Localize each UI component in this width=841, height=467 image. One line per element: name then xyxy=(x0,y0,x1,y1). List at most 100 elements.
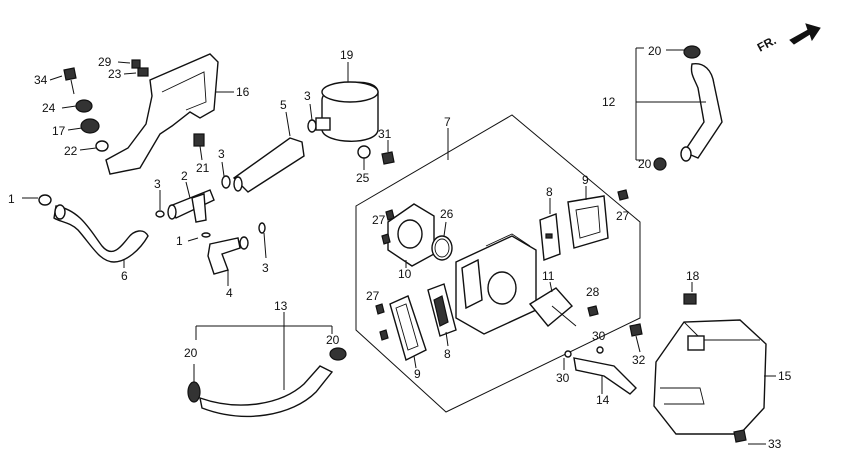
callout-9a: 9 xyxy=(582,173,589,187)
callout-3d: 3 xyxy=(304,89,311,103)
screw-27a2 xyxy=(381,233,391,245)
elbow-end xyxy=(239,236,249,250)
leader-2 xyxy=(185,181,191,199)
bolt-32 xyxy=(629,323,643,337)
callout-20c: 20 xyxy=(184,346,198,360)
leader-1b xyxy=(187,237,199,242)
callout-32: 32 xyxy=(632,353,646,367)
part-15-box xyxy=(653,319,776,435)
callout-21: 21 xyxy=(196,161,210,175)
tee-end xyxy=(167,204,177,220)
clamp-20b xyxy=(653,157,667,171)
leader-8b xyxy=(445,331,449,347)
screw-28 xyxy=(587,305,599,317)
gasket-10 xyxy=(387,203,435,268)
bracket-16 xyxy=(105,53,219,175)
callout-14: 14 xyxy=(596,393,610,407)
cover-9b xyxy=(389,295,427,369)
leader-21 xyxy=(199,145,203,161)
callout-3c: 3 xyxy=(218,147,225,161)
callout-27c: 27 xyxy=(366,289,380,303)
clamp-20c xyxy=(187,381,201,403)
collar-22 xyxy=(95,140,109,152)
leader-26 xyxy=(443,221,447,237)
leader-22 xyxy=(79,147,97,151)
leader-3d xyxy=(309,103,313,121)
callout-3a: 3 xyxy=(154,177,161,191)
tube-6-end xyxy=(54,204,66,220)
cap-18 xyxy=(683,293,697,305)
bolt-34-shank xyxy=(70,79,75,95)
leader-3c xyxy=(221,161,225,177)
part-5-hose xyxy=(232,111,305,193)
callout-27b: 27 xyxy=(616,209,630,223)
clip-1a xyxy=(38,194,52,206)
nut-23 xyxy=(137,67,149,77)
clamp-20d xyxy=(329,347,347,361)
box-15-lip xyxy=(660,387,705,405)
pin-30b xyxy=(564,350,572,358)
screw-29 xyxy=(131,59,141,69)
callout-26: 26 xyxy=(440,207,454,221)
tube-6 xyxy=(53,205,149,263)
callout-7: 7 xyxy=(444,115,451,129)
leader-24 xyxy=(61,105,77,109)
callout-16: 16 xyxy=(236,85,250,99)
callout-30b: 30 xyxy=(556,371,570,385)
housing-main xyxy=(455,233,537,335)
callout-11: 11 xyxy=(542,269,555,283)
housing-port xyxy=(461,258,483,310)
screw-27b xyxy=(617,189,629,201)
diaphragm-11 xyxy=(528,281,577,327)
cover-9b-inner xyxy=(395,303,419,351)
callout-12: 12 xyxy=(602,95,616,109)
callout-29: 29 xyxy=(98,55,112,69)
callout-28: 28 xyxy=(586,285,600,299)
callout-34: 34 xyxy=(34,73,48,87)
callout-8a: 8 xyxy=(546,185,553,199)
screw-27c2 xyxy=(379,329,389,341)
callout-13: 13 xyxy=(274,299,288,313)
part-4-elbow xyxy=(207,236,249,286)
screw-27a xyxy=(385,209,395,221)
hose-12 xyxy=(682,63,723,159)
callout-10: 10 xyxy=(398,267,412,281)
assembly-7-frame xyxy=(355,114,641,413)
callout-23: 23 xyxy=(108,67,122,81)
screw-27c xyxy=(375,303,385,315)
part-13-hose xyxy=(195,312,334,417)
clip-3c xyxy=(221,175,231,189)
pin-30a xyxy=(596,346,604,354)
hose-5 xyxy=(232,137,305,193)
housing-bore xyxy=(487,271,517,305)
leader-23 xyxy=(123,72,137,75)
hose-5-end xyxy=(233,176,243,192)
canister-top xyxy=(321,81,379,103)
callout-1b: 1 xyxy=(176,234,183,248)
direction-label: FR. xyxy=(755,33,779,54)
callout-25: 25 xyxy=(356,171,370,185)
callout-15: 15 xyxy=(778,369,792,383)
washer-25 xyxy=(357,145,371,159)
callout-8b: 8 xyxy=(444,347,451,361)
callout-19: 19 xyxy=(340,48,354,62)
cover-9a xyxy=(567,186,609,249)
clip-1b xyxy=(201,232,211,238)
part-12-hose xyxy=(635,47,723,162)
leader-3b xyxy=(263,232,267,259)
callout-20a: 20 xyxy=(648,44,662,58)
callout-31: 31 xyxy=(378,127,392,141)
leader-34 xyxy=(49,75,63,81)
callout-20d: 20 xyxy=(326,333,340,347)
clip-3d xyxy=(307,119,317,133)
bolt-33 xyxy=(733,429,747,443)
plate-8b-face xyxy=(433,295,449,327)
cover-9a-body xyxy=(567,195,609,249)
box-15-body xyxy=(653,319,767,435)
bolt-34-head xyxy=(63,67,77,81)
lever-14 xyxy=(573,357,637,395)
callout-4: 4 xyxy=(226,286,233,300)
part-2-tee xyxy=(167,181,215,223)
